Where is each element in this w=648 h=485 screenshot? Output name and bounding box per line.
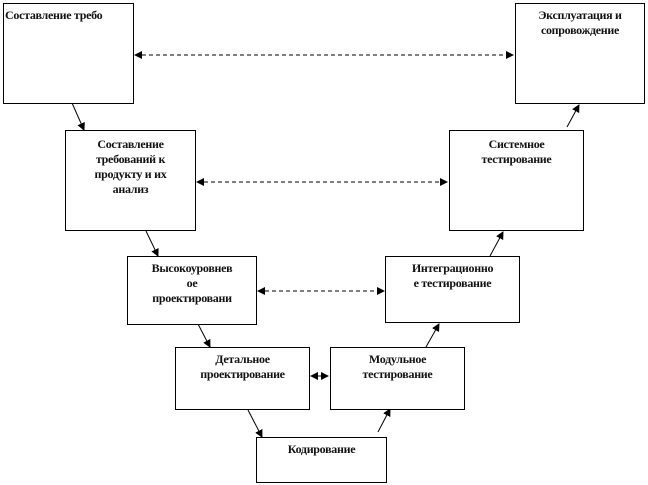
- stage-label: Составление требо: [5, 8, 103, 22]
- stage-operation: Эксплуатация и сопровождение: [515, 3, 645, 104]
- stage-label: анализ: [112, 182, 149, 196]
- stage-label: проектировани: [152, 291, 232, 305]
- stage-label: тестирование: [481, 152, 552, 166]
- flow-arrow: [71, 102, 85, 131]
- flow-arrow: [197, 323, 211, 348]
- stage-detailed-design: Детальное проектирование: [175, 347, 310, 410]
- stage-label: Высокоуровнев: [151, 261, 233, 275]
- stage-coding: Кодирование: [256, 437, 387, 483]
- stage-label: требований к: [95, 152, 166, 166]
- flow-arrow: [425, 323, 440, 348]
- stage-label: сопровождение: [540, 23, 620, 37]
- stage-label: Интеграционно: [411, 261, 494, 275]
- flow-arrow: [489, 231, 504, 257]
- stage-integration-testing: Интеграционно е тестирование: [385, 256, 520, 323]
- stage-label: Составление: [97, 137, 164, 151]
- flow-arrow: [247, 409, 263, 438]
- stage-unit-testing: Модульное тестирование: [330, 347, 465, 410]
- stage-label: Кодирование: [287, 442, 356, 456]
- flow-arrow: [145, 230, 159, 257]
- stage-label: Детальное: [215, 352, 270, 366]
- stage-label: Эксплуатация и: [538, 8, 622, 22]
- stage-label: проектирование: [200, 367, 285, 381]
- stage-label: Модульное: [368, 352, 427, 366]
- flow-arrow: [566, 104, 580, 128]
- stage-label: продукту и их: [94, 167, 167, 181]
- stage-high-level-design: Высокоуровнев ое проектировани: [127, 256, 257, 325]
- stage-label: е тестирование: [413, 276, 492, 290]
- flow-arrow: [377, 408, 391, 433]
- stage-system-testing: Системное тестирование: [449, 130, 584, 231]
- stage-requirements: Составление требо: [3, 3, 134, 104]
- stage-product-requirements: Составление требований к продукту и их а…: [65, 130, 196, 231]
- stage-label: тестирование: [362, 367, 433, 381]
- stage-label: Системное: [488, 137, 545, 151]
- stage-label: ое: [186, 276, 198, 290]
